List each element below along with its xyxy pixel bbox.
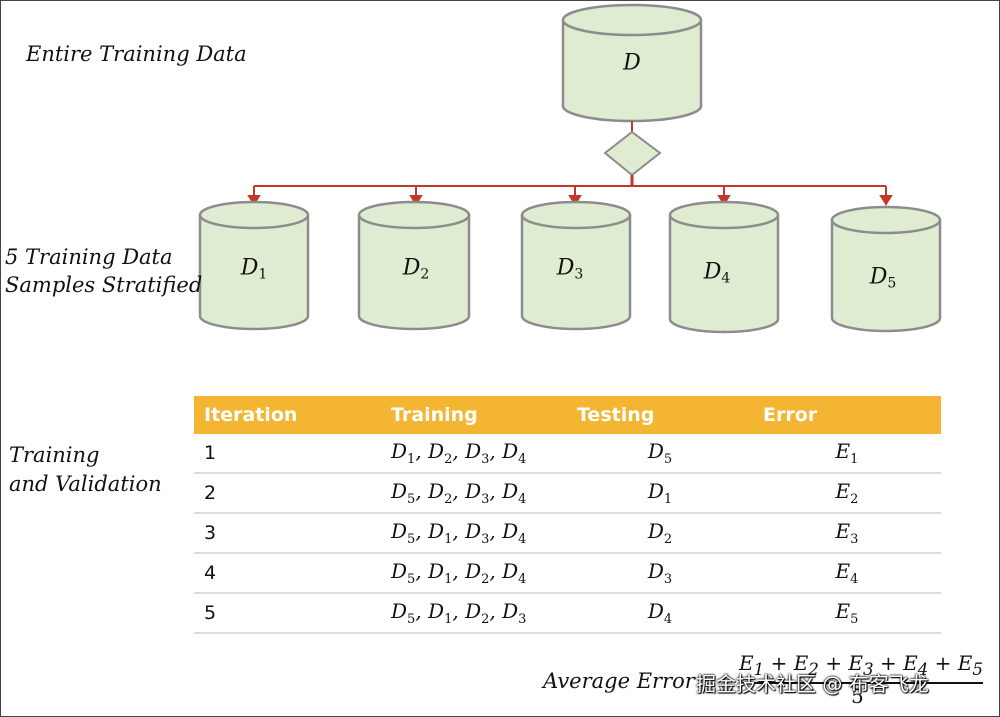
header-testing: Testing xyxy=(567,396,753,434)
cell-error: E2 xyxy=(753,473,941,514)
cell-testing: D2 xyxy=(567,513,753,554)
formula-denominator: 5 xyxy=(851,684,864,708)
cell-error: E4 xyxy=(753,553,941,594)
cell-testing: D4 xyxy=(567,593,753,634)
cell-testing: D5 xyxy=(567,434,753,474)
cell-iteration: 4 xyxy=(194,553,381,594)
cylinder-d1 xyxy=(198,200,310,331)
cylinder-d4-label: D4 xyxy=(703,259,731,287)
cell-training: D5, D1, D3, D4 xyxy=(381,513,567,554)
table-header-row: Iteration Training Testing Error xyxy=(194,396,941,434)
cylinder-d3-label: D3 xyxy=(556,255,584,283)
cylinder-d1-label: D1 xyxy=(240,255,268,283)
cell-training: D5, D1, D2, D4 xyxy=(381,553,567,594)
cell-iteration: 3 xyxy=(194,513,381,554)
split-diamond xyxy=(603,130,662,177)
cell-training: D5, D2, D3, D4 xyxy=(381,473,567,514)
cylinder-d2-label: D2 xyxy=(402,255,430,283)
cylinder-d5-label: D5 xyxy=(869,264,897,292)
formula-numerator: E1 + E2 + E3 + E4 + E5 xyxy=(739,651,983,679)
label-validation-line2: and Validation xyxy=(9,472,162,496)
cell-error: E5 xyxy=(753,593,941,634)
cylinder-d5 xyxy=(830,205,942,333)
cell-error: E3 xyxy=(753,513,941,554)
cylinder-d3 xyxy=(520,200,632,331)
label-entire-training-data: Entire Training Data xyxy=(26,42,247,66)
label-samples-line2: Samples Stratified xyxy=(5,273,203,297)
cylinder-d-label: D xyxy=(623,50,641,76)
cell-iteration: 2 xyxy=(194,473,381,514)
header-iteration: Iteration xyxy=(194,396,381,434)
label-samples-line1: 5 Training Data xyxy=(5,245,173,269)
cell-error: E1 xyxy=(753,434,941,474)
cylinder-d xyxy=(561,3,703,123)
header-error: Error xyxy=(753,396,941,434)
fraction-bar xyxy=(739,682,983,684)
cell-iteration: 1 xyxy=(194,434,381,474)
label-validation-line1: Training xyxy=(9,443,100,467)
cylinder-d2 xyxy=(357,200,471,331)
watermark: 掘金技术社区 @ 布客飞龙 xyxy=(696,672,929,696)
cell-training: D1, D2, D3, D4 xyxy=(381,434,567,474)
cell-training: D5, D1, D2, D3 xyxy=(381,593,567,634)
cell-iteration: 5 xyxy=(194,593,381,634)
cell-testing: D3 xyxy=(567,553,753,594)
cell-testing: D1 xyxy=(567,473,753,514)
header-training: Training xyxy=(381,396,567,434)
cylinder-d4 xyxy=(668,200,780,334)
average-error-label: Average Error xyxy=(543,669,695,693)
